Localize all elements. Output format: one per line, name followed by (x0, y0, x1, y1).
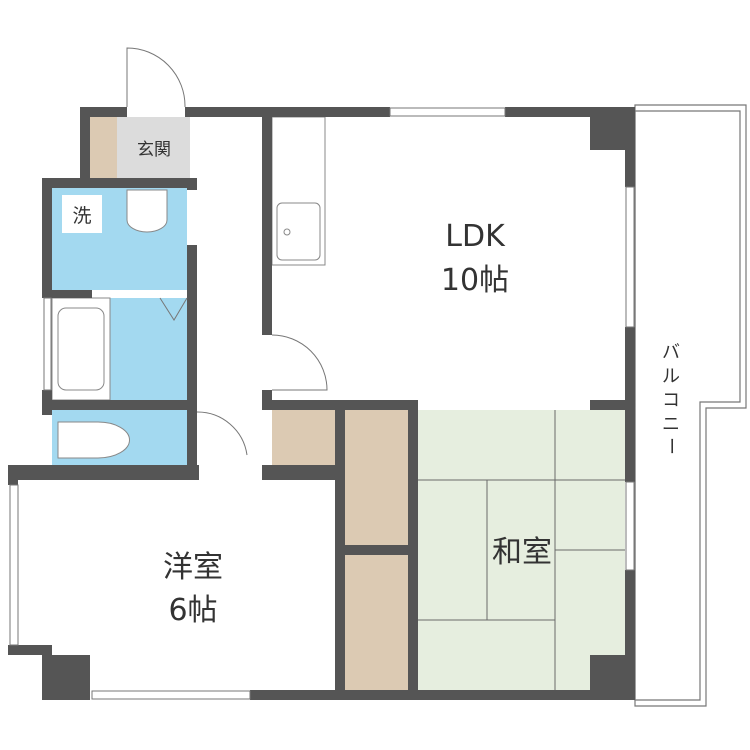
shoe-cabinet (90, 117, 117, 178)
ldk-size: 10帖 (441, 263, 509, 298)
kitchen-sink-icon (276, 202, 321, 261)
ldk-name: LDK (445, 219, 506, 254)
balcony-label: バ ル コ ニ ー (660, 342, 681, 455)
closet-2 (345, 410, 408, 545)
svg-text:ニ: ニ (662, 414, 680, 435)
western-room-size: 6帖 (168, 593, 217, 628)
bathtub-inner (57, 307, 105, 391)
entrance-label: 玄関 (137, 140, 171, 160)
doors[interactable] (126, 47, 328, 456)
windows (9, 107, 635, 700)
closet-3 (345, 555, 408, 690)
sink-icon (126, 189, 168, 233)
toilet-icon (57, 421, 130, 459)
walls (8, 107, 635, 700)
washroom-label-box (62, 195, 102, 233)
closet-1 (272, 410, 335, 472)
entrance-floor (117, 117, 190, 178)
toilet-door (196, 411, 248, 456)
svg-text:バ: バ (662, 342, 680, 363)
entrance-door (126, 47, 186, 108)
japanese-room-name: 和室 (492, 535, 552, 570)
balcony (634, 104, 747, 707)
washroom-label: 洗 (72, 205, 91, 227)
svg-text:ル: ル (662, 366, 680, 387)
washroom-door (159, 297, 188, 321)
western-room-name: 洋室 (163, 550, 223, 585)
kitchen-faucet-icon (283, 228, 291, 236)
svg-text:ー: ー (660, 437, 681, 455)
ldk-door (271, 334, 328, 391)
tatami-lines (418, 410, 625, 690)
svg-text:コ: コ (662, 390, 680, 411)
